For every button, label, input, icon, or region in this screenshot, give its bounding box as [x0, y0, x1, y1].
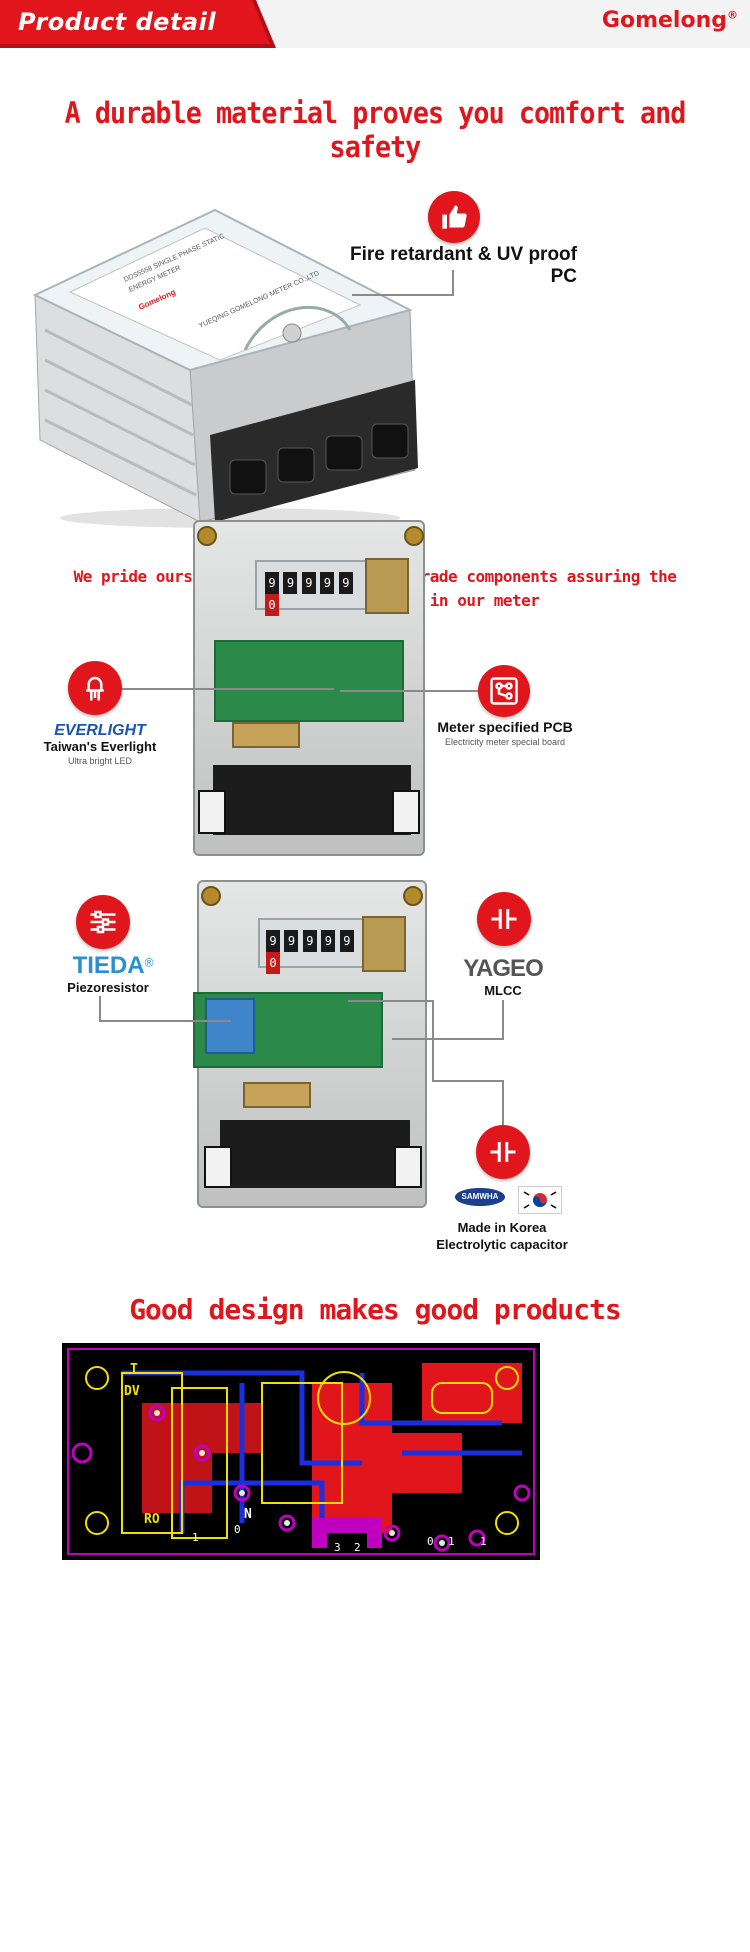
- headline-durable: A durable material proves you comfort an…: [64, 96, 687, 164]
- leader-line: [432, 1080, 504, 1082]
- leader-line: [452, 270, 454, 296]
- shunt: [232, 722, 300, 748]
- meter-illustration: DDS5558 SINGLE PHASE STATIC ENERGY METER…: [32, 208, 418, 528]
- thumbs-up-icon: [428, 191, 480, 243]
- tieda-brand: TIEDA: [72, 952, 145, 979]
- pcb-pin: 3: [334, 1541, 341, 1554]
- pcb-pin: 2: [354, 1541, 361, 1554]
- pcb-pin: 1: [192, 1531, 199, 1544]
- headline-good-design: Good design makes good products: [129, 1293, 622, 1326]
- leader-line: [99, 1020, 231, 1022]
- pcb-text: N: [244, 1507, 252, 1522]
- terminal-slot: [392, 790, 420, 834]
- leader-line: [99, 996, 101, 1022]
- circuit-icon: [478, 665, 530, 717]
- leader-line: [502, 1080, 504, 1128]
- leader-line: [432, 1000, 434, 1082]
- pcb-layout-drawing: T DV RO N 1 0 3 2 0 1 1: [62, 1343, 540, 1560]
- header-tab: [0, 0, 270, 44]
- capacitor-icon: [477, 892, 531, 946]
- counter-motor: [365, 558, 409, 614]
- counter-digit: 9: [265, 572, 279, 594]
- brand-logo: Gomelong®: [602, 8, 738, 33]
- shunt: [243, 1082, 311, 1108]
- terminal-block: [213, 765, 411, 835]
- leader-line: [122, 688, 334, 690]
- everlight-logo: EVERLIGHT: [54, 722, 146, 739]
- samwha-label-2: Electrolytic capacitor: [436, 1237, 568, 1252]
- leader-line: [352, 294, 454, 296]
- pcb-label: Meter specified PCB: [437, 719, 573, 735]
- pcb-pin: 0: [427, 1535, 434, 1548]
- counter-motor: [362, 916, 406, 972]
- counter-digit: 0: [266, 952, 280, 974]
- counter-digit: 9: [301, 572, 316, 594]
- counter-digit: 9: [338, 572, 353, 594]
- pcb-sub-label: Electricity meter special board: [444, 737, 566, 747]
- yageo-logo: YAGEO: [463, 955, 543, 982]
- leader-line: [348, 1000, 434, 1002]
- capacitor-icon: [476, 1125, 530, 1179]
- pcb-text: T: [130, 1362, 138, 1377]
- screw-icon: [201, 886, 221, 906]
- led-sub-label: Ultra bright LED: [67, 756, 133, 766]
- pcb-layout-image: T DV RO N 1 0 3 2 0 1 1: [62, 1343, 540, 1560]
- pcb-pin: 1: [480, 1535, 487, 1548]
- terminal-slot: [394, 1146, 422, 1188]
- terminal-slot: [198, 790, 226, 834]
- tieda-logo: TIEDA®: [58, 952, 168, 980]
- samwha-logo: SAMWHA: [455, 1188, 505, 1206]
- varistor: [205, 998, 255, 1054]
- pcb-text: RO: [144, 1512, 160, 1527]
- feature-fire-retardant: Fire retardant & UV proof PC: [350, 244, 577, 287]
- brand-name: Gomelong: [601, 8, 727, 33]
- screw-icon: [197, 526, 217, 546]
- terminal-block: [220, 1120, 410, 1188]
- energy-counter: 9 9 9 9 9 0: [258, 918, 366, 974]
- samwha-label-1: Made in Korea: [457, 1220, 547, 1235]
- leader-line: [502, 1000, 504, 1040]
- brand-mark: ®: [727, 8, 738, 22]
- screw-icon: [403, 886, 423, 906]
- counter-digit: 9: [284, 930, 299, 952]
- energy-counter: 9 9 9 9 9 0: [255, 560, 369, 616]
- counter-digit: 9: [339, 930, 354, 952]
- pcb-pin: 1: [448, 1535, 455, 1548]
- counter-digit: 0: [265, 594, 279, 616]
- counter-digit: 9: [302, 930, 317, 952]
- terminal-slot: [204, 1146, 232, 1188]
- led-icon: [68, 661, 122, 715]
- page-title: Product detail: [18, 8, 217, 36]
- counter-digit: 9: [283, 572, 298, 594]
- resistor-icon: [76, 895, 130, 949]
- meter-product-image: DDS5558 SINGLE PHASE STATIC ENERGY METER…: [30, 200, 420, 530]
- screw-icon: [404, 526, 424, 546]
- leader-line: [340, 690, 478, 692]
- led-label: Taiwan's Everlight: [43, 739, 157, 754]
- tieda-mark: ®: [144, 955, 154, 970]
- korea-flag-icon: [518, 1186, 562, 1214]
- pcb-pin: 0: [234, 1523, 241, 1536]
- counter-digit: 9: [320, 572, 335, 594]
- pcb-board-1: [214, 640, 404, 722]
- yageo-label: MLCC: [484, 983, 522, 998]
- counter-digit: 9: [266, 930, 280, 952]
- pcb-text: DV: [124, 1384, 140, 1399]
- counter-digit: 9: [321, 930, 336, 952]
- leader-line: [392, 1038, 504, 1040]
- tieda-label: Piezoresistor: [67, 980, 149, 995]
